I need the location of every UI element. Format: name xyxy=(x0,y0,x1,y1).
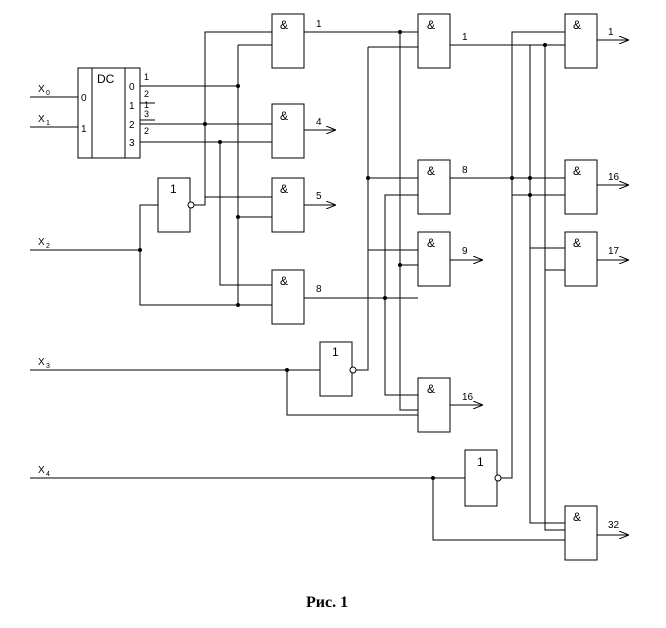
svg-text:&: & xyxy=(573,18,581,32)
input-x0-sub: 0 xyxy=(46,90,50,97)
input-labels: X 0 X 1 X 2 X 3 X 4 xyxy=(38,84,50,478)
wire-bus-a-inv xyxy=(204,124,272,198)
svg-text:&: & xyxy=(280,109,288,123)
and-gate-a1: & xyxy=(271,13,305,69)
wire-bus-c2 xyxy=(544,45,565,531)
wire-inv2-b3 xyxy=(367,178,418,251)
and-gate-c4: & xyxy=(564,505,598,561)
wire-x2-to-and xyxy=(139,250,272,306)
wire-bus-c1 xyxy=(529,45,565,524)
and-gate-b2: & xyxy=(417,159,451,215)
and-gates-column-b: & & & & xyxy=(417,13,451,433)
and-gates-column-c: & & & & xyxy=(564,13,598,561)
and-gate-c2: & xyxy=(564,159,598,215)
wire-bus-dc3 xyxy=(219,142,272,286)
wires xyxy=(30,31,565,541)
decoder-in1: 1 xyxy=(81,124,87,135)
inverter-gate-x3: 1 xyxy=(319,341,357,397)
and-gates-column-a: & & & & xyxy=(271,13,305,325)
output-label-c1: 1 xyxy=(608,27,614,38)
wire-x4-to-and xyxy=(432,478,565,541)
and-gate-a3: & xyxy=(271,177,305,233)
output-label-c2: 16 xyxy=(608,172,620,183)
and-gate-b1: & xyxy=(417,13,451,69)
and-gate-b4: & xyxy=(417,377,451,433)
output-label-b4: 16 xyxy=(462,392,474,403)
input-x4-sub: 4 xyxy=(46,471,50,478)
input-x3-letter: X xyxy=(38,357,45,368)
inverter-gates: 1 1 1 xyxy=(157,177,502,507)
output-label-b3: 9 xyxy=(462,246,468,257)
output-label-c3: 17 xyxy=(608,246,620,257)
wire-inv3-out xyxy=(500,31,565,479)
figure-caption: Рис. 1 xyxy=(306,594,348,611)
decoder-num-5: 2 xyxy=(144,126,149,136)
and-gate-c1: & xyxy=(564,13,598,69)
svg-text:&: & xyxy=(280,274,288,288)
output-label-a2: 4 xyxy=(316,117,322,128)
svg-text:&: & xyxy=(280,182,288,196)
svg-text:&: & xyxy=(427,164,435,178)
wire-inv1-out xyxy=(194,31,272,206)
svg-text:&: & xyxy=(573,164,581,178)
svg-text:1: 1 xyxy=(477,455,484,469)
svg-text:&: & xyxy=(427,236,435,250)
decoder-block: DC 0 1 0 1 2 3 1 2 1 3 2 xyxy=(77,67,155,159)
output-arrows xyxy=(304,40,628,535)
and-gate-a4: & xyxy=(271,269,305,325)
output-label-a1: 1 xyxy=(316,19,322,30)
decoder-title: DC xyxy=(97,72,115,86)
svg-text:1: 1 xyxy=(332,345,339,359)
output-label-c4: 32 xyxy=(608,520,620,531)
decoder-out3: 3 xyxy=(129,138,135,149)
decoder-num-3: 1 xyxy=(144,100,149,110)
input-x4-letter: X xyxy=(38,465,45,476)
wire-bus-c3 xyxy=(529,178,565,249)
input-x1-sub: 1 xyxy=(46,120,50,127)
input-x0-letter: X xyxy=(38,84,45,95)
svg-text:&: & xyxy=(573,236,581,250)
decoder-num-1: 1 xyxy=(144,72,149,82)
junctions xyxy=(138,30,547,480)
decoder-num-2: 2 xyxy=(144,89,149,99)
input-x3-sub: 3 xyxy=(46,363,50,370)
and-gate-a2: & xyxy=(271,103,305,159)
wire-x3-to-and xyxy=(286,370,418,416)
svg-text:1: 1 xyxy=(170,182,177,196)
input-x1-letter: X xyxy=(38,114,45,125)
inverter-gate-x4: 1 xyxy=(464,449,502,507)
input-x2-sub: 2 xyxy=(46,243,50,250)
wire-bus-b4 xyxy=(384,194,418,298)
wire-bus-dc0 xyxy=(237,45,272,218)
and-gate-b3: & xyxy=(417,231,451,287)
output-label-b1: 1 xyxy=(462,32,468,43)
decoder-num-4: 3 xyxy=(144,109,149,119)
svg-text:&: & xyxy=(573,510,581,524)
input-x2-letter: X xyxy=(38,237,45,248)
svg-text:&: & xyxy=(427,382,435,396)
svg-text:&: & xyxy=(427,18,435,32)
output-labels: 1 4 5 8 1 8 9 16 1 16 17 32 xyxy=(316,19,620,531)
output-label-a4: 8 xyxy=(316,284,322,295)
wire-bus-b4-low xyxy=(384,298,418,396)
wire-x2-to-inv xyxy=(139,204,158,250)
inverter-gate-x2: 1 xyxy=(157,177,195,233)
and-gate-c3: & xyxy=(564,231,598,287)
wire-bus-b1 xyxy=(399,32,418,411)
wire-inv2-out xyxy=(355,178,369,371)
svg-text:&: & xyxy=(280,18,288,32)
decoder-out1: 1 xyxy=(129,101,135,112)
decoder-in0: 0 xyxy=(81,93,87,104)
decoder-out2: 2 xyxy=(129,120,135,131)
output-label-a3: 5 xyxy=(316,191,322,202)
decoder-out0: 0 xyxy=(129,82,135,93)
output-label-b2: 8 xyxy=(462,165,468,176)
wire-bus-inv2-a xyxy=(367,47,418,179)
